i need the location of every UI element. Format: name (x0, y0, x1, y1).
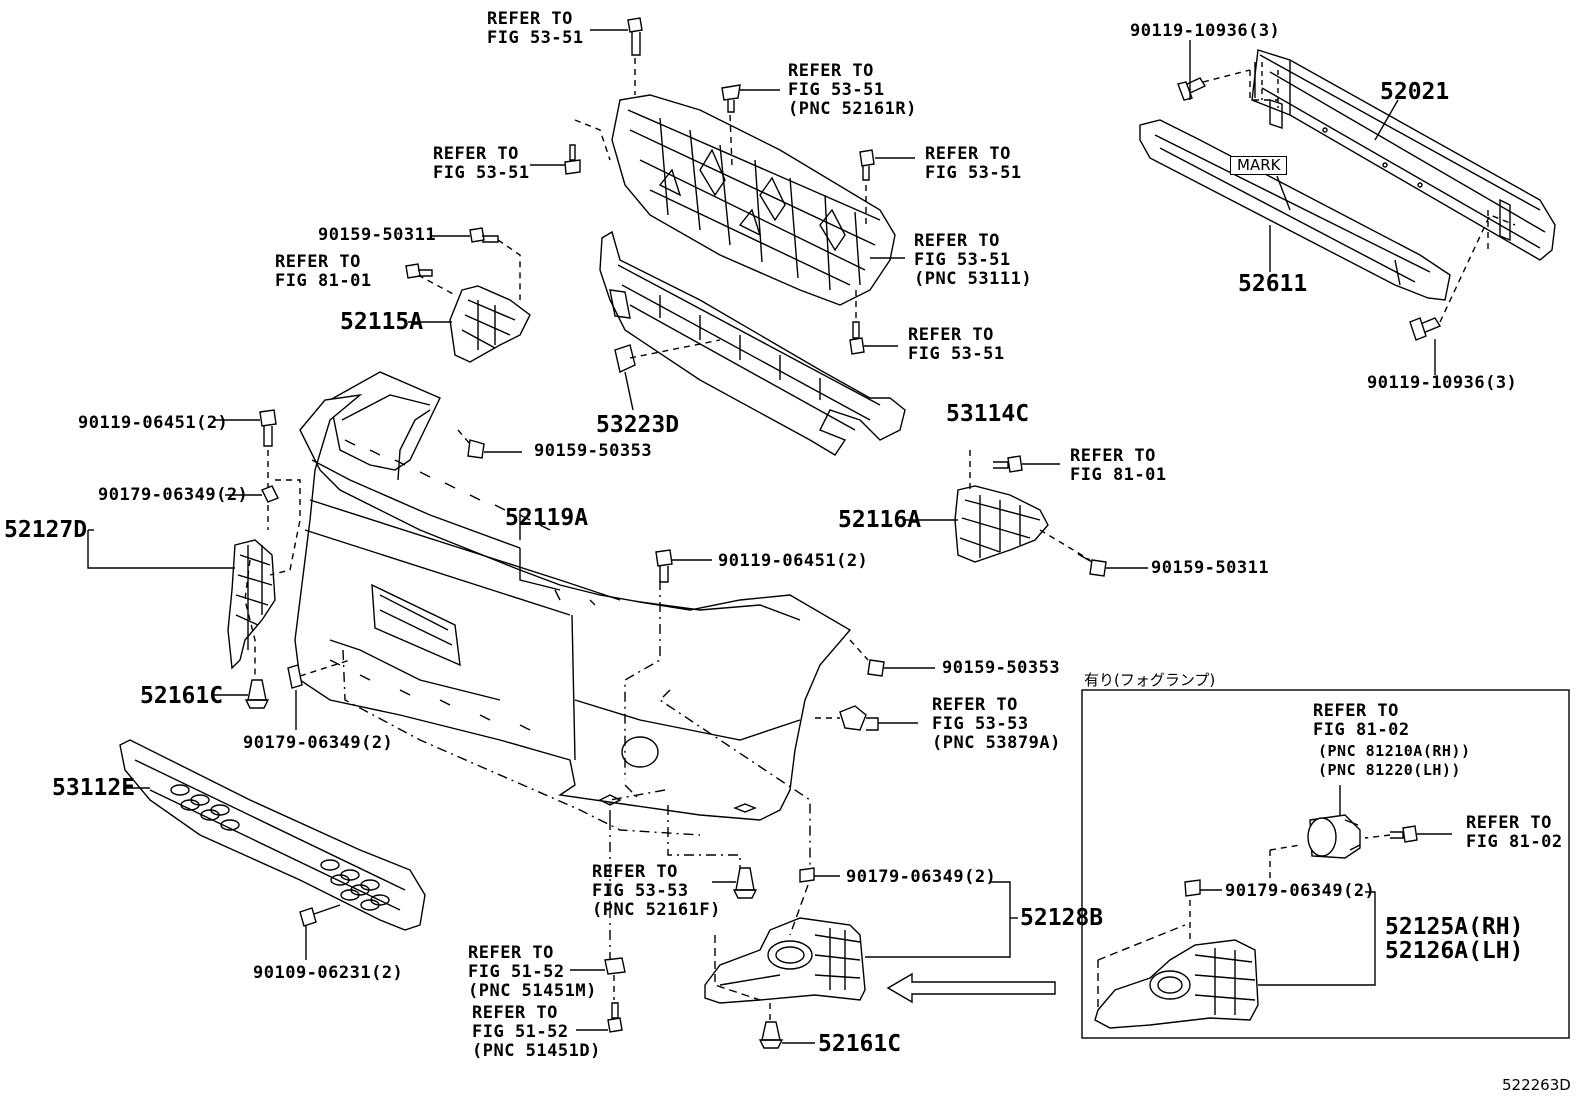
side-bracket-52116A (905, 450, 1091, 563)
bolt-90119-10936-bottom (1409, 210, 1516, 341)
refer-label-pnc-52161R: REFER TO FIG 53-51 (PNC 52161R) (788, 61, 917, 119)
fog-lamp-variant-box (1081, 689, 1570, 1039)
direction-arrow (886, 972, 1056, 1004)
bolt-refer-53-51-right (859, 149, 915, 225)
clip-52161F (712, 867, 758, 899)
part-52125A-52126A: 52125A(RH) 52126A(LH) (1385, 914, 1524, 964)
part-52611: 52611 (1238, 271, 1308, 297)
part-52116A: 52116A (838, 507, 922, 533)
bolt-90159-50311-left (430, 227, 499, 243)
part-52161C-bottom: 52161C (818, 1031, 902, 1057)
part-52127D: 52127D (4, 517, 88, 543)
fastener-51451D (576, 1002, 623, 1033)
bolt-refer-81-02 (1364, 825, 1452, 843)
bolt-refer-81-01-right (993, 455, 1060, 473)
mark-label: MARK (1230, 156, 1288, 175)
clip-90179-06349-fog (1184, 879, 1222, 897)
bolt-refer-53-51-lower (849, 290, 898, 355)
clip-90179-06349-mid (789, 867, 840, 936)
refer-label-fig-81-02-right: REFER TO FIG 81-02 (1466, 813, 1563, 852)
bumper-absorber-52611 (1139, 119, 1451, 301)
bolt-90119-10936-top (1177, 69, 1278, 101)
bolt-label-90119-06451-mid: 90119-06451(2) (718, 551, 869, 571)
refer-label-fig-81-01-left: REFER TO FIG 81-01 (275, 252, 372, 291)
refer-label-fig-81-02-top: REFER TO FIG 81-02 (1313, 701, 1410, 740)
bumper-reinforcement-52021 (1251, 49, 1556, 261)
bolt-90119-06451-top (215, 409, 277, 490)
clip-52161R (721, 84, 780, 166)
part-53223D: 53223D (596, 412, 680, 438)
refer-label-pnc-53879A: REFER TO FIG 53-53 (PNC 53879A) (932, 695, 1061, 753)
bolt-refer-81-01-left (405, 263, 433, 279)
fog-lamp-81210A (1307, 785, 1361, 859)
sensor-53879A (815, 705, 918, 731)
part-52161C-left: 52161C (140, 683, 224, 709)
bumper-cover-52119A (294, 371, 852, 821)
bolt-label-90119-06451-left: 90119-06451(2) (78, 413, 229, 433)
clip-52161C-left (212, 679, 270, 709)
part-52115A: 52115A (340, 309, 424, 335)
bolt-label-90159-50311-left: 90159-50311 (318, 225, 437, 245)
bolt-label-90109-06231: 90109-06231(2) (253, 963, 404, 983)
refer-label-pnc-52161F: REFER TO FIG 53-53 (PNC 52161F) (592, 862, 721, 920)
refer-label-fig-53-51-top: REFER TO FIG 53-51 (487, 9, 584, 48)
clip-52161C-bottom (758, 1003, 815, 1049)
lower-grille-53112E (119, 739, 426, 931)
bolt-label-90159-50353-right: 90159-50353 (942, 658, 1061, 678)
part-52119A: 52119A (505, 505, 589, 531)
side-bracket-52115A (408, 239, 531, 363)
part-52021: 52021 (1380, 79, 1450, 105)
bolt-label-90119-10936-top: 90119-10936(3) (1130, 21, 1281, 41)
part-53114C: 53114C (946, 401, 1030, 427)
fog-cover-52125A (1094, 900, 1259, 1029)
side-support-52127D (227, 479, 301, 680)
fog-lamp-pnc-label: (PNC 81210A(RH)) (PNC 81220(LH)) (1318, 742, 1471, 779)
clip-label-90179-06349-mid: 90179-06349(2) (846, 867, 997, 887)
refer-label-fig-53-51-lower: REFER TO FIG 53-51 (908, 325, 1005, 364)
bolt-90159-50353-right (849, 639, 935, 677)
clip-label-90179-06349-left-bottom: 90179-06349(2) (243, 733, 394, 753)
part-53112E: 53112E (52, 775, 136, 801)
fastener-51451M (570, 957, 626, 1000)
bolt-90109-06231 (299, 904, 341, 960)
fog-lamp-variant-header: 有り(フォグランプ) (1084, 671, 1216, 689)
refer-label-pnc-51451D: REFER TO FIG 51-52 (PNC 51451D) (472, 1003, 601, 1061)
clip-label-90179-06349-left-top: 90179-06349(2) (98, 485, 249, 505)
upper-grille-retainer (611, 94, 896, 306)
honeycomb-pattern (170, 784, 390, 911)
lower-grille-53114C (599, 230, 906, 456)
bolt-90119-06451-mid (655, 549, 712, 583)
refer-label-pnc-51451M: REFER TO FIG 51-52 (PNC 51451M) (468, 943, 597, 1001)
refer-label-pnc-53111: REFER TO FIG 53-51 (PNC 53111) (914, 231, 1033, 289)
refer-label-fig-81-01-right: REFER TO FIG 81-01 (1070, 446, 1167, 485)
refer-label-fig-53-51-right: REFER TO FIG 53-51 (925, 144, 1022, 183)
bolt-label-90159-50311-right: 90159-50311 (1151, 558, 1270, 578)
bolt-refer-53-51-top (590, 17, 643, 95)
refer-label-fig-53-51-left: REFER TO FIG 53-51 (433, 144, 530, 183)
diagram-code: 522263D (1502, 1076, 1571, 1094)
clip-label-90179-06349-fog: 90179-06349(2) (1225, 881, 1376, 901)
bolt-refer-53-51-left (530, 119, 611, 175)
bolt-label-90119-10936-bottom: 90119-10936(3) (1367, 373, 1518, 393)
fog-cover-52128B (704, 917, 866, 1004)
clip-90179-06349-left (287, 659, 351, 730)
bolt-label-90159-50353-top: 90159-50353 (534, 441, 653, 461)
clip-53223D (614, 339, 721, 411)
bolt-90159-50311-right (1077, 553, 1148, 577)
bolt-90159-50353-top (457, 429, 522, 459)
part-52128B: 52128B (1020, 905, 1104, 931)
